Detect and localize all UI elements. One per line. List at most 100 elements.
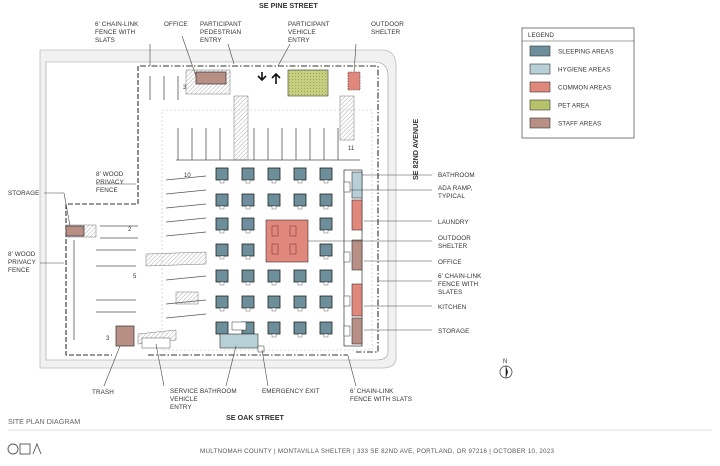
pod-step — [219, 307, 225, 312]
sleeping-pod — [241, 217, 255, 231]
callout-kitchen: KITCHEN — [438, 304, 467, 311]
pod-step — [219, 179, 225, 184]
legend-swatch — [529, 117, 551, 129]
legend-label: PET AREA — [558, 103, 590, 110]
staff-storage-west — [65, 225, 85, 237]
bathroom-ramp — [231, 321, 247, 331]
sleeping-pod — [215, 269, 229, 283]
footer-info: MULTNOMAH COUNTY | MONTAVILLA SHELTER | … — [200, 448, 555, 455]
trash-enclosure — [115, 325, 135, 347]
diagram-title: SITE PLAN DIAGRAM — [8, 417, 80, 426]
callout-office: OFFICE — [164, 21, 188, 28]
callout-trash: TRASH — [92, 389, 114, 396]
pod-step — [271, 281, 277, 286]
staff-office-north — [195, 71, 227, 85]
street-label-north: SE PINE STREET — [259, 1, 318, 10]
service-gate — [141, 337, 171, 349]
pod-step — [323, 281, 329, 286]
sleeping-pod — [293, 193, 307, 207]
legend-label: COMMON AREAS — [558, 85, 611, 92]
north-lot-stalls — [149, 76, 179, 100]
pod-step — [219, 255, 225, 260]
legend-label: HYGIENE AREAS — [558, 67, 610, 74]
pod-step — [323, 179, 329, 184]
parking-number: 11 — [348, 146, 355, 152]
vehicle-lane-hatch — [339, 95, 355, 141]
sleeping-pod — [293, 167, 307, 181]
pod-step — [245, 205, 251, 210]
sleeping-pod — [319, 295, 333, 309]
sleeping-pod — [241, 269, 255, 283]
courtyard-outline — [161, 109, 373, 351]
parking-number: 10 — [184, 173, 191, 179]
pod-step — [271, 205, 277, 210]
pod-step — [271, 307, 277, 312]
bathroom-east — [351, 171, 363, 199]
pod-step — [323, 333, 329, 338]
north-arrow-label: N — [503, 359, 507, 365]
pedestrian-entry-arrow-icon — [257, 72, 267, 82]
pod-step — [219, 229, 225, 234]
parking-number: 5 — [133, 274, 137, 280]
sleeping-pod — [319, 243, 333, 257]
pod-step — [245, 255, 251, 260]
pod-step — [245, 229, 251, 234]
pedestrian-path — [233, 95, 249, 161]
callout-storage-east: STORAGE — [438, 328, 469, 335]
sleeping-pod — [319, 321, 333, 335]
callout-bathroom-south: BATHROOM — [200, 388, 237, 395]
outdoor-shelter-north — [347, 71, 361, 91]
laundry — [351, 199, 363, 231]
pod-step — [245, 281, 251, 286]
callout-emergency-exit: EMERGENCY EXIT — [262, 388, 320, 395]
callout-bathroom-east: BATHROOM — [438, 172, 475, 179]
pet-area — [287, 69, 329, 97]
pod-step — [297, 333, 303, 338]
parking-number: 3 — [106, 336, 110, 342]
ramp-hatch — [145, 251, 207, 267]
office-east — [351, 239, 363, 271]
callout-laundry: LAUNDRY — [438, 219, 469, 226]
pod-step — [297, 281, 303, 286]
legend-label: STAFF AREAS — [558, 121, 601, 128]
pod-step — [297, 307, 303, 312]
sleeping-pod — [319, 167, 333, 181]
callout-leaders — [40, 35, 432, 387]
sleeping-pod — [241, 295, 255, 309]
pod-step — [323, 307, 329, 312]
callout-office-east: OFFICE — [438, 259, 462, 266]
pod-step — [219, 281, 225, 286]
pod-step — [245, 307, 251, 312]
north-arrow-icon: N — [499, 359, 513, 379]
street-label-east: SE 82ND AVENUE — [411, 119, 420, 180]
pod-step — [323, 229, 329, 234]
sleeping-pod — [293, 269, 307, 283]
sleeping-pod — [215, 167, 229, 181]
street-label-south: SE OAK STREET — [226, 413, 285, 422]
pod-step — [245, 179, 251, 184]
legend-swatch — [529, 99, 551, 111]
legend-swatch — [529, 63, 551, 75]
pod-step — [219, 205, 225, 210]
lot-boundary — [45, 61, 389, 361]
sleeping-pod — [215, 217, 229, 231]
legend-title: LEGEND — [528, 32, 554, 39]
sleeping-pod — [267, 295, 281, 309]
pod-step — [271, 333, 277, 338]
sleeping-pod — [293, 295, 307, 309]
chain-link-fence — [140, 65, 379, 353]
pod-step — [323, 255, 329, 260]
sleeping-pod — [319, 193, 333, 207]
sleeping-pod — [241, 243, 255, 257]
left-parking-stalls — [165, 175, 207, 319]
emergency-exit-gate — [257, 345, 265, 353]
legend-swatch — [529, 45, 551, 57]
